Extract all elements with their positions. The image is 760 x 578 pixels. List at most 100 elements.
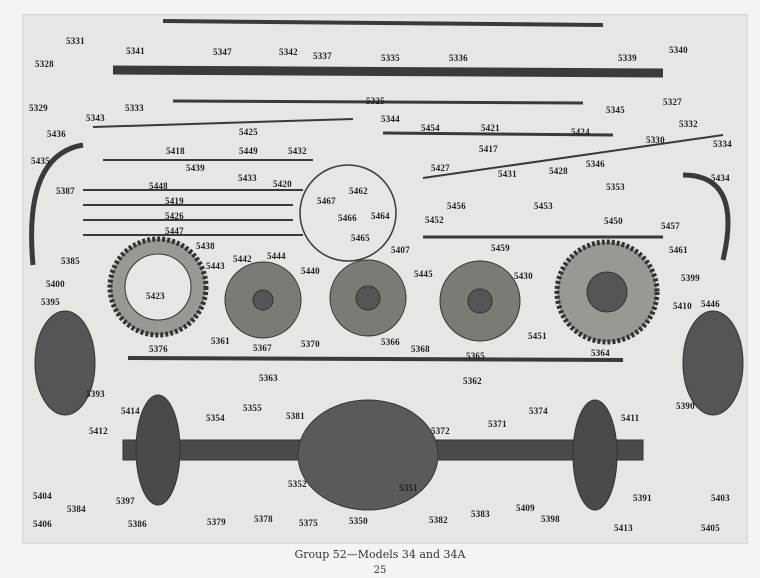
part-number-label: 5361 <box>211 336 230 346</box>
part-number-label: 5436 <box>47 129 66 139</box>
part-number-label: 5451 <box>528 331 547 341</box>
part-number-label: 5371 <box>488 419 507 429</box>
part-number-label: 5426 <box>165 211 184 221</box>
part-number-label: 5419 <box>165 196 184 206</box>
part-number-label: 5363 <box>259 373 278 383</box>
part-number-label: 5343 <box>86 113 105 123</box>
ring-gear-center <box>124 253 192 321</box>
part-number-label: 5407 <box>391 245 410 255</box>
part-number-label: 5385 <box>61 256 80 266</box>
parts-illustration <box>29 19 744 511</box>
part-number-label: 5330 <box>646 135 665 145</box>
part-number-label: 5331 <box>66 36 85 46</box>
part-number-label: 5421 <box>481 123 500 133</box>
part-number-label: 5372 <box>431 426 450 436</box>
part-number-label: 5467 <box>317 196 336 206</box>
part-number-label: 5424 <box>571 127 590 137</box>
rod <box>422 134 724 179</box>
part-number-label: 5332 <box>679 119 698 129</box>
part-number-label: 5442 <box>233 254 252 264</box>
part-number-label: 5428 <box>549 166 568 176</box>
part-number-label: 5461 <box>669 245 688 255</box>
rod <box>382 131 614 137</box>
part-number-label: 5452 <box>425 215 444 225</box>
part-number-label: 5420 <box>273 179 292 189</box>
part-number-label: 5431 <box>498 169 517 179</box>
part-number-label: 5434 <box>711 173 730 183</box>
part-number-label: 5405 <box>701 523 720 533</box>
part-number-label: 5457 <box>661 221 680 231</box>
part-number-label: 5376 <box>149 344 168 354</box>
part-number-label: 5453 <box>534 201 553 211</box>
wheel-drum <box>135 394 181 506</box>
tie-rod <box>162 19 604 27</box>
part-number-label: 5347 <box>213 47 232 57</box>
hub-center <box>467 288 493 314</box>
page-number: 25 <box>373 565 387 576</box>
part-number-label: 5435 <box>31 156 50 166</box>
part-number-label: 5355 <box>243 403 262 413</box>
part-number-label: 5398 <box>541 514 560 524</box>
part-number-label: 5404 <box>33 491 52 501</box>
part-number-label: 5362 <box>463 376 482 386</box>
differential-housing <box>297 399 439 511</box>
part-number-label: 5325 <box>366 96 385 106</box>
part-number-label: 5367 <box>253 343 272 353</box>
part-number-label: 5432 <box>288 146 307 156</box>
part-number-label: 5430 <box>514 271 533 281</box>
part-number-label: 5353 <box>606 182 625 192</box>
hub-center <box>355 285 381 311</box>
part-number-label: 5411 <box>621 413 640 423</box>
part-number-label: 5399 <box>681 273 700 283</box>
part-number-label: 5440 <box>301 266 320 276</box>
part-number-label: 5382 <box>429 515 448 525</box>
part-number-label: 5339 <box>618 53 637 63</box>
part-number-label: 5438 <box>196 241 215 251</box>
part-number-label: 5448 <box>149 181 168 191</box>
part-number-label: 5328 <box>35 59 54 69</box>
part-number-label: 5350 <box>349 516 368 526</box>
part-number-label: 5370 <box>301 339 320 349</box>
part-number-label: 5351 <box>399 483 418 493</box>
part-number-label: 5454 <box>421 123 440 133</box>
brake-drum-left <box>34 310 96 416</box>
part-number-label: 5366 <box>381 337 400 347</box>
curved-brake-band <box>682 172 731 261</box>
part-number-label: 5447 <box>165 226 184 236</box>
part-number-label: 5439 <box>186 163 205 173</box>
part-number-label: 5337 <box>313 51 332 61</box>
part-number-label: 5374 <box>529 406 548 416</box>
part-number-label: 5344 <box>381 114 400 124</box>
part-number-label: 5466 <box>338 213 357 223</box>
part-number-label: 5446 <box>701 299 720 309</box>
part-number-label: 5412 <box>89 426 108 436</box>
part-number-label: 5418 <box>166 146 185 156</box>
part-number-label: 5329 <box>29 103 48 113</box>
curved-brake-band <box>29 142 84 266</box>
part-number-label: 5334 <box>713 139 732 149</box>
part-number-label: 5413 <box>614 523 633 533</box>
part-number-label: 5375 <box>299 518 318 528</box>
part-number-label: 5410 <box>673 301 692 311</box>
part-number-label: 5459 <box>491 243 510 253</box>
ring-gear-center <box>586 271 628 313</box>
part-number-label: 5462 <box>349 186 368 196</box>
part-number-label: 5352 <box>288 479 307 489</box>
part-number-label: 5379 <box>207 517 226 527</box>
part-number-label: 5427 <box>431 163 450 173</box>
brake-drum-right <box>682 310 744 416</box>
part-number-label: 5327 <box>663 97 682 107</box>
part-number-label: 5336 <box>449 53 468 63</box>
part-number-label: 5397 <box>116 496 135 506</box>
part-number-label: 5409 <box>516 503 535 513</box>
part-number-label: 5445 <box>414 269 433 279</box>
part-number-label: 5368 <box>411 344 430 354</box>
part-number-label: 5443 <box>206 261 225 271</box>
part-number-label: 5364 <box>591 348 610 358</box>
wheel-drum <box>572 399 618 511</box>
part-number-label: 5345 <box>606 105 625 115</box>
part-number-label: 5384 <box>67 504 86 514</box>
brake-assembly <box>299 164 397 262</box>
part-number-label: 5354 <box>206 413 225 423</box>
part-number-label: 5465 <box>351 233 370 243</box>
